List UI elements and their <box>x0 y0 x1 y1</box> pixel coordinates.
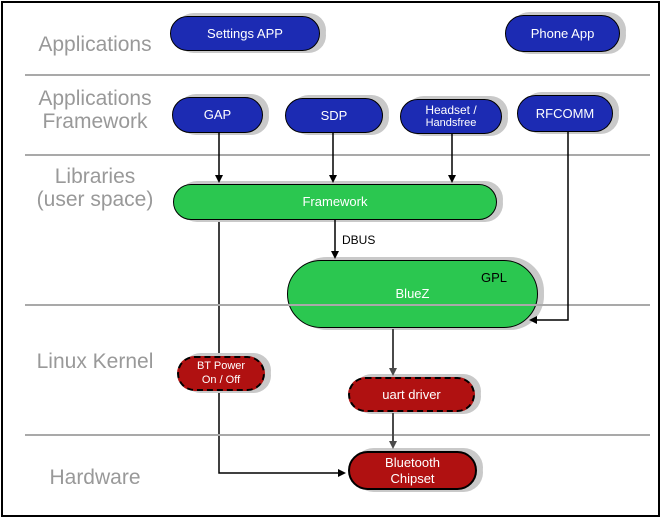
layer-label-text: Libraries <box>54 165 136 188</box>
node-label: Chipset <box>390 470 435 486</box>
layer-label-text: Hardware <box>49 466 141 489</box>
node-label: On / Off <box>201 373 241 386</box>
node-label: Bluetooth <box>385 454 440 470</box>
node-label: Handsfree <box>425 117 477 130</box>
layer-label-applications-framework: Applications Framework <box>5 87 185 133</box>
node-label: Settings APP <box>207 25 283 41</box>
node-label: Headset / <box>425 102 477 117</box>
layer-label-hardware: Hardware <box>5 466 185 489</box>
node-bluetooth-chipset: Bluetooth Chipset <box>348 451 477 490</box>
node-label: Framework <box>302 194 368 210</box>
node-uart-driver: uart driver <box>348 377 475 412</box>
gpl-badge: GPL <box>481 270 508 285</box>
layer-label-applications: Applications <box>5 33 185 56</box>
node-label: Phone App <box>530 25 595 41</box>
node-label: GAP <box>203 107 232 123</box>
layer-label-text: (user space) <box>36 188 154 211</box>
node-framework: Framework <box>173 184 497 220</box>
divider-libraries <box>25 304 650 306</box>
node-headset-handsfree: Headset / Handsfree <box>400 99 502 134</box>
divider-applications-framework <box>25 154 650 156</box>
layer-label-linux-kernel: Linux Kernel <box>5 350 185 373</box>
node-settings-app: Settings APP <box>170 16 320 51</box>
divider-linux-kernel <box>25 434 650 436</box>
node-phone-app: Phone App <box>505 15 620 52</box>
node-label: BlueZ <box>395 286 430 302</box>
layer-label-libraries: Libraries (user space) <box>5 165 185 211</box>
edge-label-dbus: DBUS <box>342 233 376 247</box>
node-label: BT Power <box>196 360 246 373</box>
node-sdp: SDP <box>285 98 383 133</box>
node-label: RFCOMM <box>535 105 595 121</box>
node-gap: GAP <box>172 97 263 133</box>
layer-label-text: Framework <box>42 110 148 133</box>
layer-label-text: Linux Kernel <box>36 350 154 373</box>
node-bt-power: BT Power On / Off <box>177 356 265 391</box>
node-rfcomm: RFCOMM <box>517 95 613 132</box>
layer-label-text: Applications <box>38 87 152 110</box>
layer-label-text: Applications <box>38 33 152 56</box>
node-label: SDP <box>320 107 348 123</box>
node-label: uart driver <box>382 386 441 402</box>
divider-applications <box>25 74 650 76</box>
